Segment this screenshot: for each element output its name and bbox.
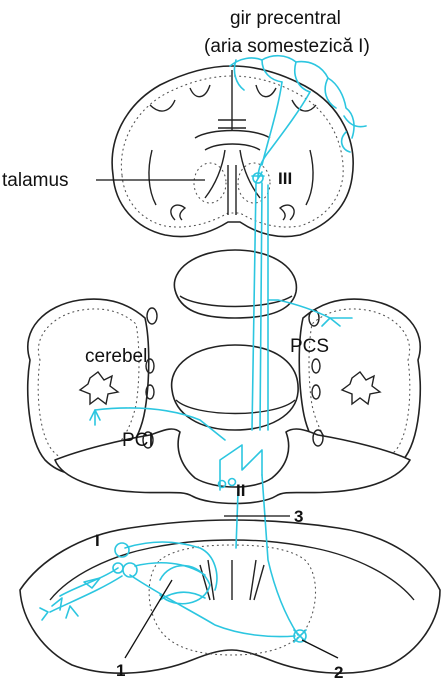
midbrain-slice <box>174 250 296 318</box>
callout-1-label: 1 <box>116 661 125 680</box>
precentral-label-line1: gir precentral <box>230 8 341 29</box>
neuron-i-label: I <box>95 531 100 550</box>
pci-label: PCI <box>122 430 154 451</box>
neuron-ii-label: II <box>236 481 245 500</box>
callout-3-label: 3 <box>294 507 303 526</box>
thalamus-label: talamus <box>2 170 69 191</box>
precentral-label-line2: (aria somestezică I) <box>204 36 370 57</box>
neuron-iii-label: III <box>278 169 292 188</box>
cerebellum-label: cerebel <box>85 346 147 367</box>
callout-2-label: 2 <box>334 663 343 682</box>
coronal-brain-section <box>112 66 353 237</box>
pcs-label: PCS <box>290 336 329 357</box>
